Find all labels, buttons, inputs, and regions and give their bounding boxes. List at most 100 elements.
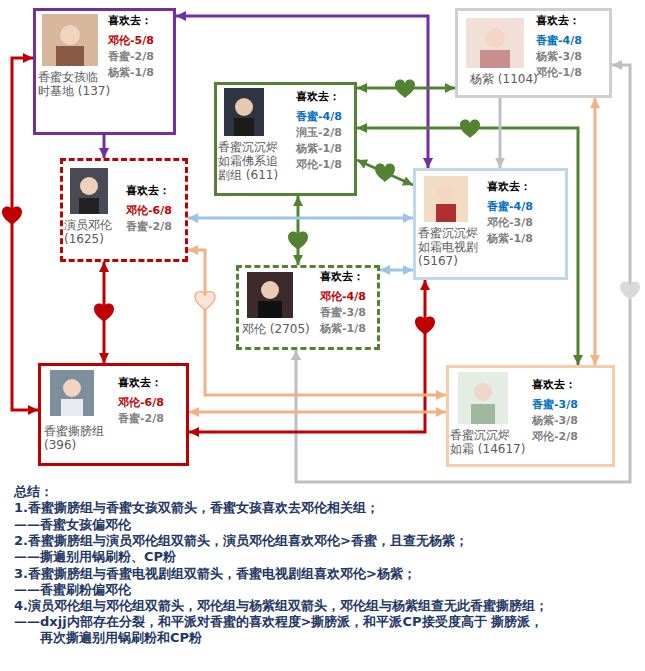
thumbnail-body (480, 50, 510, 68)
list-heading: 喜欢去： (532, 378, 576, 392)
preference-item: 杨紫-1/8 (320, 322, 366, 336)
list-heading: 喜欢去： (536, 14, 580, 28)
avatar-thumbnail (50, 370, 94, 416)
group-box: 香蜜撕膀组 (396) 喜欢去： 邓伦-6/8 香蜜-2/8 (38, 363, 189, 466)
preference-item: 邓伦-1/8 (296, 158, 342, 172)
thumbnail-head (63, 379, 81, 397)
preference-item: 香蜜-3/8 (320, 306, 366, 320)
avatar-thumbnail (458, 372, 508, 424)
group-name: 香蜜沉沉烬 如霜电视剧 (5167) (418, 226, 493, 268)
avatar-thumbnail (42, 14, 98, 66)
heart-symbol (460, 120, 480, 138)
summary-line: 总结： (14, 484, 53, 500)
group-box: 香蜜沉沉烬 如霜电视剧 (5167)喜欢去：香蜜-4/8邓伦-3/8杨紫-1/8 (413, 168, 568, 280)
connector-arrow (380, 269, 413, 272)
thumbnail-body (436, 204, 456, 222)
heart-symbol (195, 292, 215, 310)
preference-item: 香蜜-4/8 (296, 110, 342, 124)
thumbnail-head (437, 184, 455, 202)
list-heading: 喜欢去： (118, 376, 162, 390)
avatar-thumbnail (247, 272, 293, 318)
connector-arrow (189, 280, 425, 432)
preference-item: 香蜜-2/8 (118, 412, 164, 426)
heart-symbol (94, 304, 114, 322)
preference-item: 邓伦-3/8 (487, 216, 533, 230)
group-box: 杨紫 (1104)喜欢去：香蜜-4/8杨紫-3/8邓伦-1/8 (455, 8, 612, 98)
list-heading: 喜欢去： (320, 270, 364, 284)
heart-symbol (620, 282, 640, 300)
thumbnail-body (56, 46, 84, 66)
thumbnail-bg (70, 168, 108, 214)
summary-line: 4.演员邓伦组与邓伦组双箭头，邓伦组与杨紫组双箭头，邓伦组与杨紫组查无此香蜜撕膀… (14, 598, 548, 614)
preference-item: 杨紫-1/8 (296, 142, 342, 156)
preference-item: 邓伦-5/8 (108, 34, 154, 48)
connector-arrow (357, 160, 413, 185)
thumbnail-bg (424, 176, 468, 222)
thumbnail-head (261, 281, 279, 299)
thumbnail-head (60, 25, 80, 45)
thumbnail-bg (224, 88, 264, 136)
summary-line: 3.香蜜撕膀组与香蜜电视剧组双箭头，香蜜电视剧组喜欢邓伦>杨紫； (14, 566, 416, 582)
group-name: 香蜜沉沉烬 如霜 (14617) (450, 428, 530, 456)
thumbnail-bg (42, 14, 98, 66)
group-box: 香蜜沉沉烬 如霜 (14617) 喜欢去： 香蜜-3/8 杨紫-3/8 邓伦-2/8 (446, 365, 615, 467)
connector-arrow (297, 196, 300, 265)
thumbnail-body (79, 198, 99, 214)
connector-arrow (188, 217, 413, 220)
summary-line: 1.香蜜撕膀组与香蜜女孩双箭头，香蜜女孩喜欢去邓伦相关组； (14, 500, 379, 516)
group-box: 演员邓伦 (1625) 喜欢去： 邓伦-6/8 香蜜-2/8 (60, 158, 188, 262)
preference-item: 润玉-2/8 (296, 126, 342, 140)
heart-symbol (375, 164, 395, 182)
avatar-thumbnail (224, 88, 264, 136)
group-box: 香蜜沉沉烬 如霜佛系追 剧组 (611)喜欢去：香蜜-4/8润玉-2/8杨紫-1… (214, 82, 357, 196)
preference-item: 香蜜-3/8 (532, 398, 578, 412)
preference-item: 邓伦-2/8 (532, 430, 578, 444)
group-name: 演员邓伦 (1625) (64, 218, 120, 246)
summary-line: ——dxjj内部存在分裂，和平派对香蜜的喜欢程度>撕膀派，和平派CP接受度高于 … (14, 614, 614, 646)
thumbnail-body (258, 301, 282, 318)
list-heading: 喜欢去： (296, 90, 340, 104)
thumbnail-bg (466, 18, 524, 68)
connector-arrow (296, 65, 630, 482)
avatar-thumbnail (424, 176, 468, 222)
connector-arrow (103, 135, 106, 158)
preference-item: 邓伦-6/8 (118, 396, 164, 410)
summary-line: ——香蜜女孩偏邓伦 (14, 517, 131, 533)
list-heading: 喜欢去： (126, 184, 170, 198)
connector-arrow (357, 128, 578, 365)
connector-arrow (594, 98, 597, 365)
thumbnail-body (471, 404, 495, 424)
thumbnail-head (485, 28, 505, 48)
connector-arrow (189, 411, 446, 414)
heart-symbol (2, 207, 22, 225)
summary-line: ——撕遍别用锅刷粉、CP粉 (14, 549, 176, 565)
thumbnail-head (235, 98, 253, 116)
preference-item: 香蜜-4/8 (536, 34, 582, 48)
avatar-thumbnail (466, 18, 524, 68)
preference-item: 邓伦-1/8 (536, 66, 582, 80)
summary-line: ——香蜜刷粉偏邓伦 (14, 582, 131, 598)
preference-item: 邓伦-6/8 (126, 204, 172, 218)
preference-item: 香蜜-2/8 (126, 220, 172, 234)
group-box: 邓伦 (2705) 喜欢去： 邓伦-4/8 香蜜-3/8 杨紫-1/8 (236, 265, 380, 350)
thumbnail-bg (247, 272, 293, 318)
preference-item: 邓伦-4/8 (320, 290, 366, 304)
heart-symbol (395, 80, 415, 98)
thumbnail-body (61, 399, 83, 416)
summary-line: 2.香蜜撕膀组与演员邓伦组双箭头，演员邓伦组喜欢邓伦>香蜜，且查无杨紫； (14, 533, 468, 549)
thumbnail-bg (50, 370, 94, 416)
preference-item: 杨紫-3/8 (532, 414, 578, 428)
heart-symbol (415, 317, 435, 335)
thumbnail-bg (458, 372, 508, 424)
group-name: 邓伦 (2705) (242, 322, 318, 336)
connector-arrow (499, 98, 502, 168)
preference-item: 杨紫-1/8 (108, 66, 154, 80)
group-name: 香蜜女孩临 时基地 (137) (38, 70, 118, 98)
preference-item: 香蜜-2/8 (108, 50, 154, 64)
group-name: 香蜜撕膀组 (396) (44, 424, 114, 452)
avatar-thumbnail (70, 168, 108, 214)
list-heading: 喜欢去： (108, 14, 152, 28)
preference-item: 杨紫-3/8 (536, 50, 582, 64)
thumbnail-head (80, 177, 98, 195)
